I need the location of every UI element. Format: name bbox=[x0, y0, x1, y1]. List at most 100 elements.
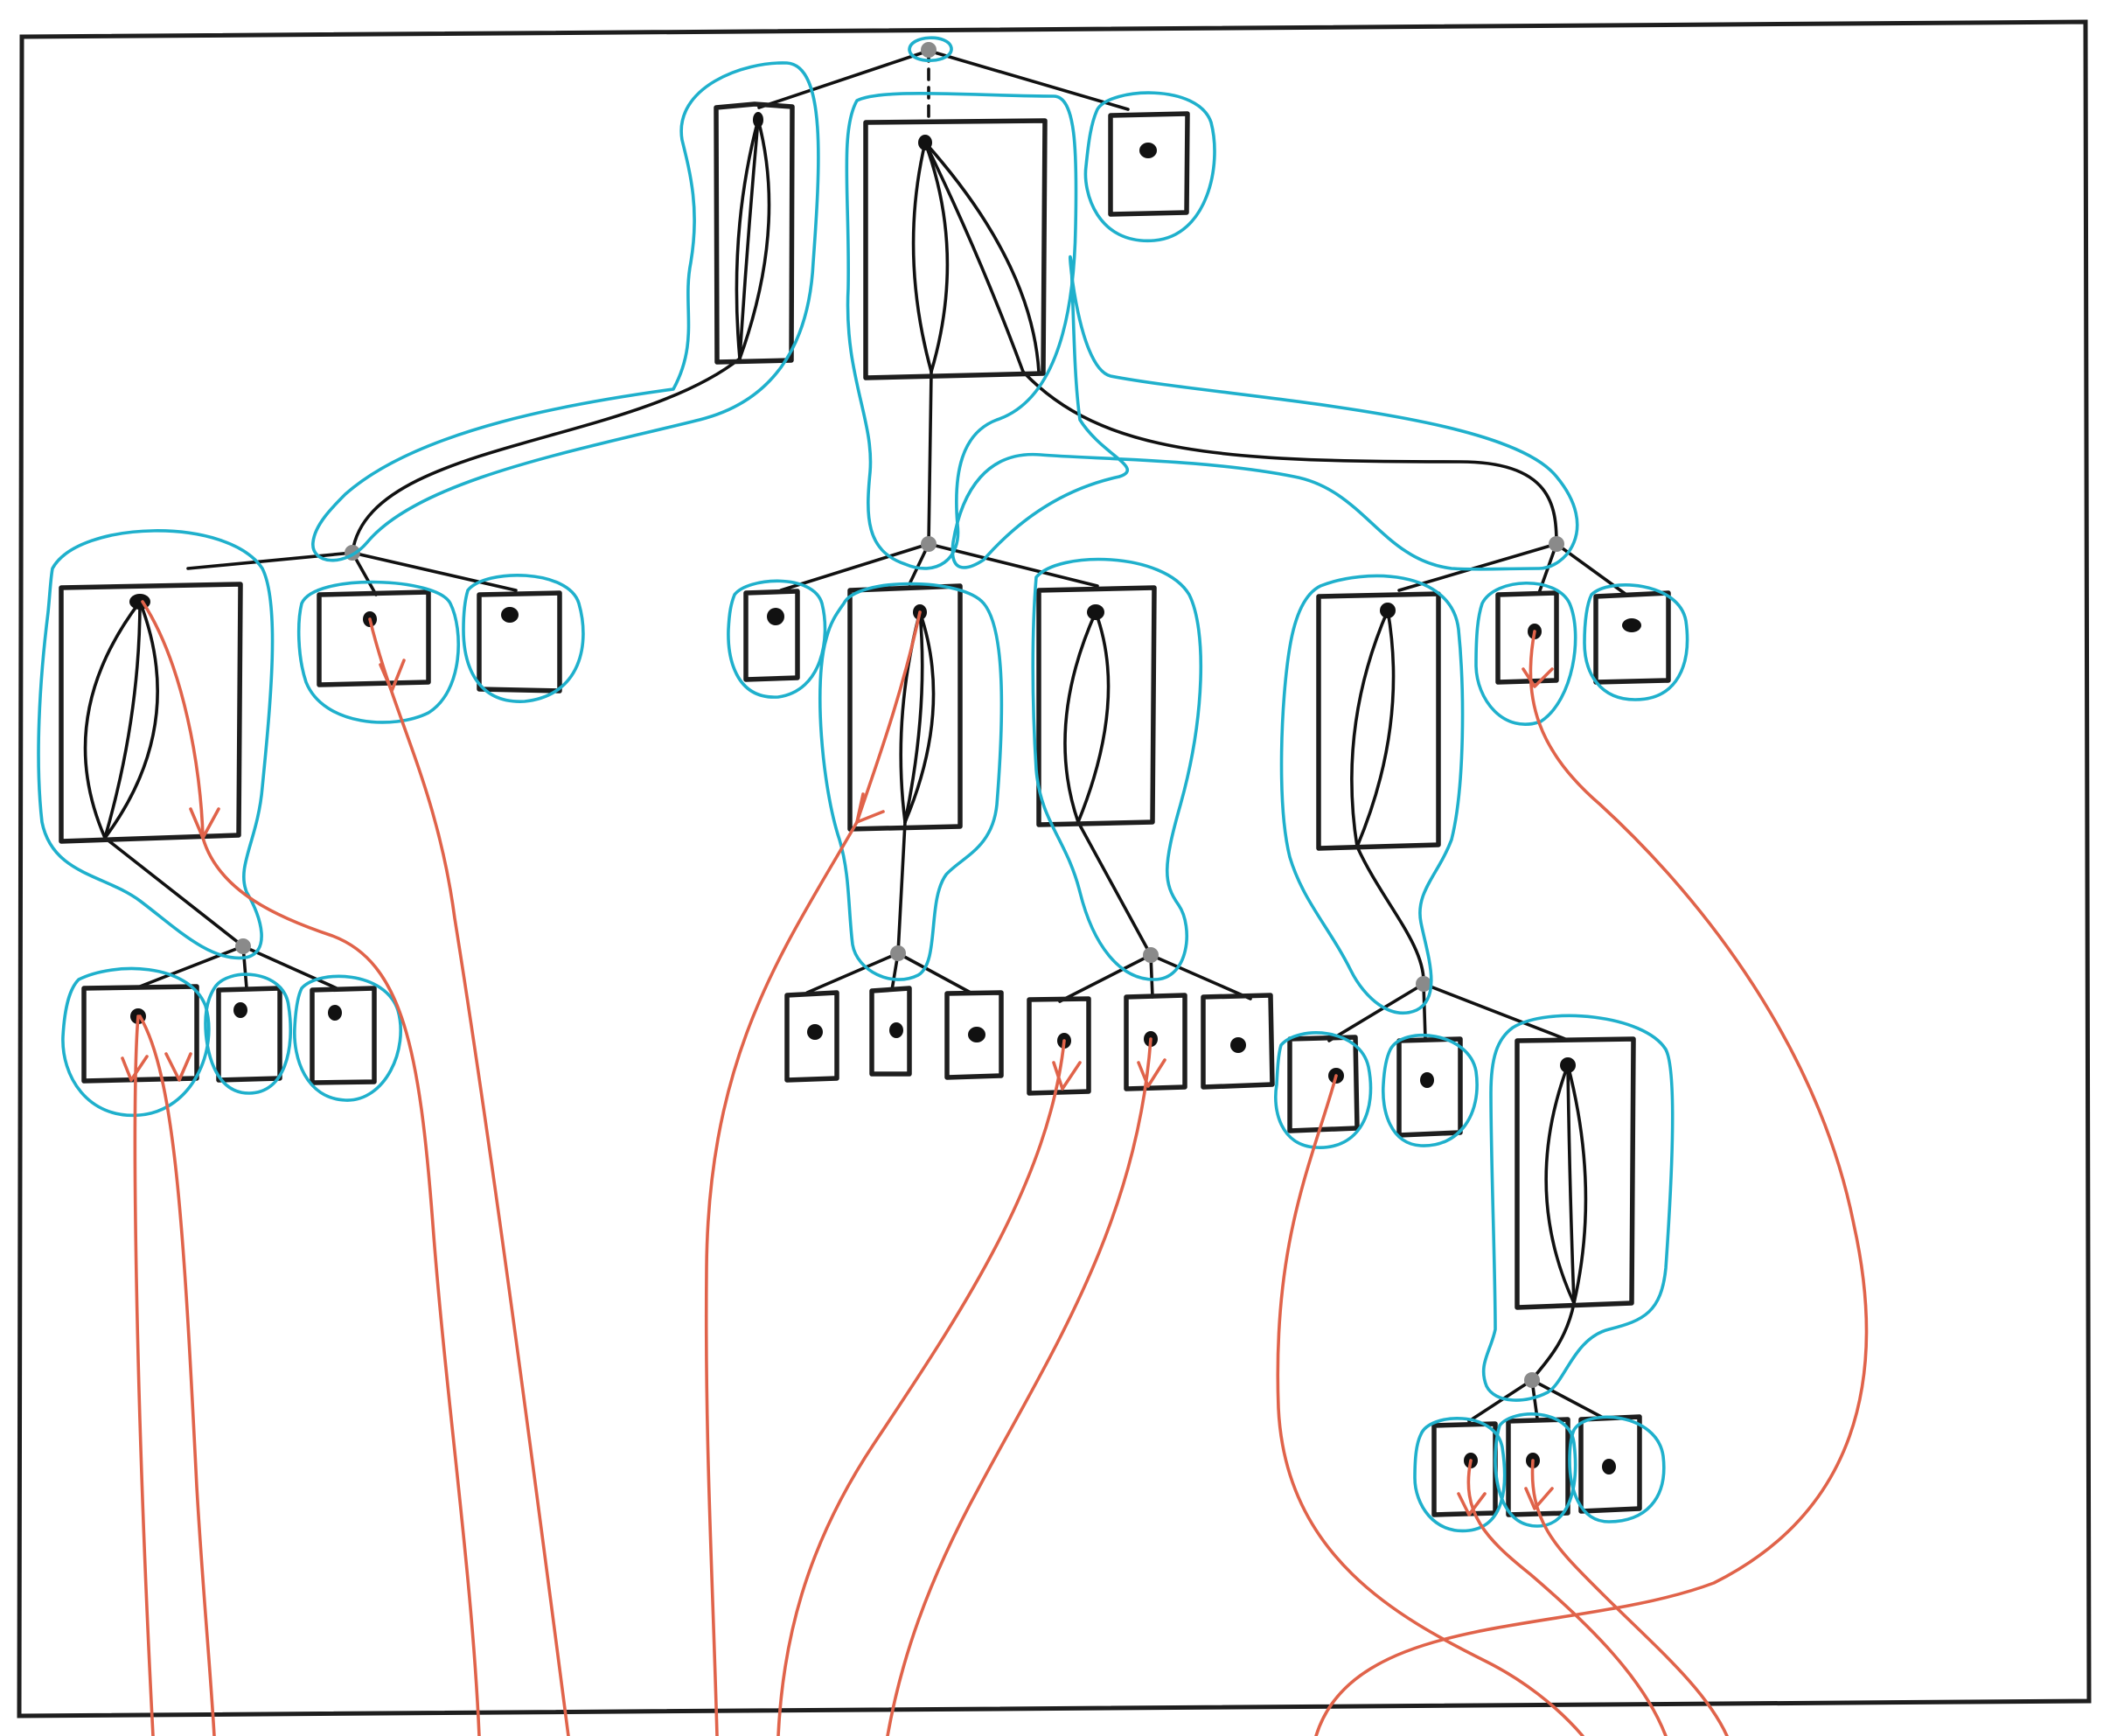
box-level3-right-tall bbox=[1515, 1036, 1636, 1310]
node-dot bbox=[1380, 603, 1396, 618]
edge bbox=[738, 118, 760, 360]
edge bbox=[103, 836, 245, 948]
box-level3-small bbox=[1201, 993, 1275, 1090]
red-link bbox=[1466, 1459, 1668, 1736]
box-level2-right-tall bbox=[1316, 591, 1441, 851]
edge bbox=[138, 945, 245, 988]
cluster-outline bbox=[818, 582, 1004, 981]
red-link bbox=[164, 1052, 192, 1082]
cluster-outline bbox=[1381, 1033, 1479, 1147]
cluster-outline bbox=[951, 254, 1579, 571]
boxes bbox=[59, 101, 1671, 1517]
red-link bbox=[189, 807, 220, 840]
cluster-outline bbox=[311, 61, 820, 562]
node-dot bbox=[328, 1005, 342, 1021]
box-level3-small bbox=[310, 986, 377, 1085]
junction-dot bbox=[921, 42, 937, 58]
red-link bbox=[201, 836, 481, 1736]
edge bbox=[1149, 953, 1252, 1000]
node-dot bbox=[1602, 1459, 1616, 1475]
box-level3-small bbox=[1124, 993, 1187, 1091]
box-level2-small bbox=[743, 589, 800, 682]
edge bbox=[923, 141, 1025, 373]
edge bbox=[103, 600, 142, 840]
red-link bbox=[1457, 1492, 1487, 1516]
cluster-outline bbox=[61, 966, 211, 1118]
box-level2-small bbox=[1495, 590, 1559, 685]
edge bbox=[805, 952, 900, 994]
box-level3-small bbox=[944, 990, 1004, 1080]
node-dot bbox=[889, 1022, 903, 1038]
node-dot bbox=[1139, 143, 1157, 158]
box-level2-mid-tall bbox=[1036, 585, 1157, 827]
node-dot bbox=[1560, 1057, 1576, 1073]
node-dot bbox=[968, 1027, 985, 1042]
node-dot bbox=[1622, 618, 1641, 632]
red-link bbox=[1314, 630, 1869, 1736]
box-top-center bbox=[863, 118, 1048, 380]
cluster-outline bbox=[1413, 1417, 1507, 1533]
junction-dot bbox=[1416, 976, 1431, 992]
red-link bbox=[121, 1055, 149, 1082]
edge bbox=[1350, 609, 1389, 848]
edge bbox=[735, 118, 760, 360]
edge bbox=[903, 610, 924, 824]
cluster-outline bbox=[908, 36, 953, 62]
cluster-outline bbox=[1481, 1014, 1675, 1402]
red-links bbox=[121, 600, 1869, 1736]
edge bbox=[923, 141, 1041, 373]
red-link bbox=[1524, 1487, 1554, 1510]
red-link bbox=[133, 1014, 155, 1736]
red-link bbox=[1052, 1061, 1082, 1091]
cluster-outline bbox=[1494, 1412, 1577, 1528]
node-dot bbox=[233, 1002, 247, 1018]
edge bbox=[779, 542, 930, 592]
node-dot bbox=[1230, 1037, 1246, 1053]
node-dot bbox=[807, 1024, 823, 1040]
box-level4-small bbox=[1506, 1417, 1570, 1517]
red-link bbox=[1137, 1058, 1166, 1088]
edge bbox=[351, 551, 518, 592]
box-level2-left-tall bbox=[59, 582, 243, 844]
edge bbox=[186, 551, 354, 570]
cluster-outline bbox=[296, 580, 461, 724]
edge bbox=[1530, 1378, 1606, 1420]
red-link bbox=[138, 1014, 216, 1736]
edge bbox=[896, 952, 972, 994]
edge bbox=[351, 357, 742, 554]
junction-dot bbox=[1524, 1372, 1540, 1388]
cluster-outline bbox=[37, 529, 275, 960]
box-level4-small bbox=[1431, 1421, 1498, 1517]
box-level2-small bbox=[317, 589, 431, 687]
outer-frame bbox=[17, 19, 2092, 1719]
cluster-outline bbox=[1274, 1031, 1373, 1149]
edge bbox=[83, 600, 142, 840]
edge bbox=[351, 551, 378, 596]
edge bbox=[1566, 1063, 1588, 1305]
box-level3-small bbox=[869, 986, 912, 1077]
cluster-outline bbox=[204, 973, 293, 1095]
edge bbox=[911, 141, 933, 373]
junction-dot bbox=[235, 938, 251, 954]
cluster-outline bbox=[293, 974, 402, 1102]
edge bbox=[1058, 953, 1152, 1003]
red-link bbox=[855, 792, 885, 824]
cluster-outline bbox=[1583, 583, 1689, 701]
cluster-outlines bbox=[37, 36, 1689, 1533]
box-level3-small bbox=[784, 990, 839, 1083]
cluster-outline bbox=[1568, 1415, 1666, 1523]
cluster-outline bbox=[727, 579, 827, 699]
edge bbox=[896, 820, 907, 955]
edge bbox=[241, 945, 338, 990]
box-level2-mid-tall bbox=[847, 583, 963, 832]
node-dot bbox=[918, 135, 932, 150]
red-link bbox=[776, 1039, 1066, 1736]
edge bbox=[1422, 982, 1567, 1041]
box-level3-small bbox=[1027, 996, 1091, 1096]
edge bbox=[1021, 370, 1558, 546]
edge bbox=[927, 542, 1099, 588]
red-link bbox=[704, 820, 859, 1736]
box-level2-small bbox=[477, 590, 562, 694]
edge bbox=[103, 600, 159, 840]
